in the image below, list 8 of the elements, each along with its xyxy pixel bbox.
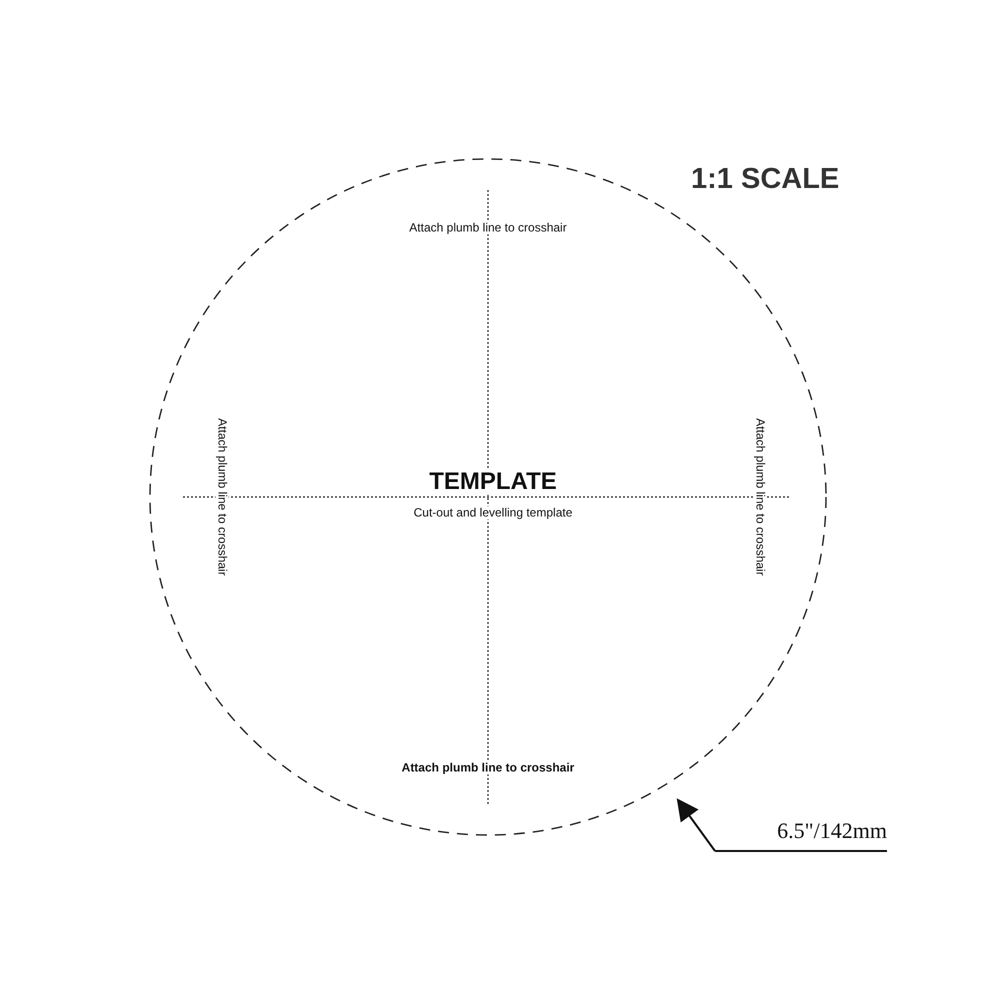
plumb-line-note: Attach plumb line to crosshair (408, 221, 568, 235)
template-subtitle: Cut-out and levelling template (412, 506, 574, 520)
plumb-line-note: Attach plumb line to crosshair (400, 761, 576, 775)
leader-arrow (676, 798, 716, 852)
diameter-dimension: 6.5"/142mm (715, 814, 887, 852)
plumb-line-note: Attach plumb line to crosshair (753, 417, 767, 577)
template-heading: TEMPLATE (428, 468, 558, 496)
plumb-line-note: Attach plumb line to crosshair (215, 417, 229, 577)
